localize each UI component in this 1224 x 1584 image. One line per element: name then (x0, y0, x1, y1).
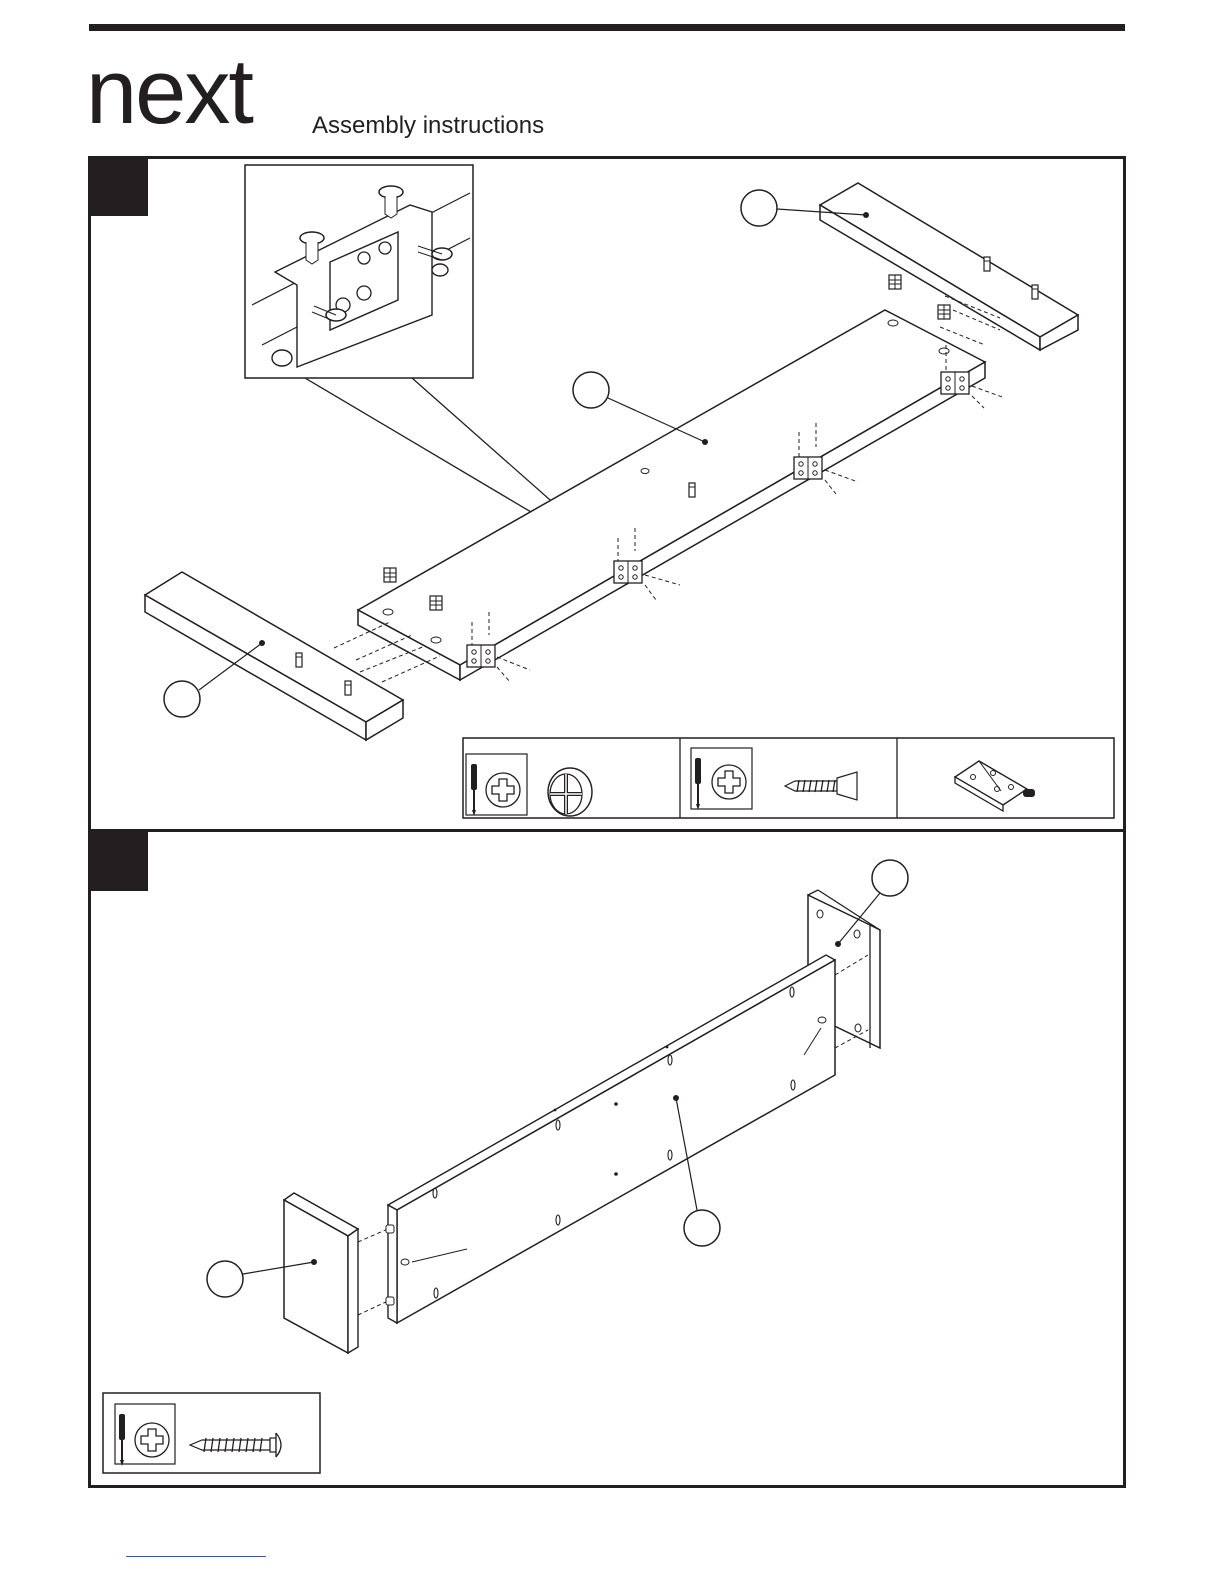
long-back-panel (388, 955, 835, 1323)
cam-lock-icon (548, 768, 592, 816)
part-label-circle (573, 372, 609, 408)
step-1-legend (463, 738, 1114, 818)
phillips-icon (712, 765, 746, 799)
step-2-legend (103, 1393, 320, 1473)
footer-link-underline[interactable] (126, 1556, 266, 1557)
part-label-circle (741, 190, 777, 226)
phillips-icon (135, 1423, 169, 1457)
phillips-icon (486, 773, 520, 807)
part-label-circle (872, 860, 908, 896)
step-1-drawing (145, 165, 1114, 818)
part-label-circle (684, 1210, 720, 1246)
part-label-circle (164, 681, 200, 717)
step-2-drawing (103, 860, 908, 1473)
part-label-circle (207, 1261, 243, 1297)
left-side-panel (284, 1193, 358, 1353)
